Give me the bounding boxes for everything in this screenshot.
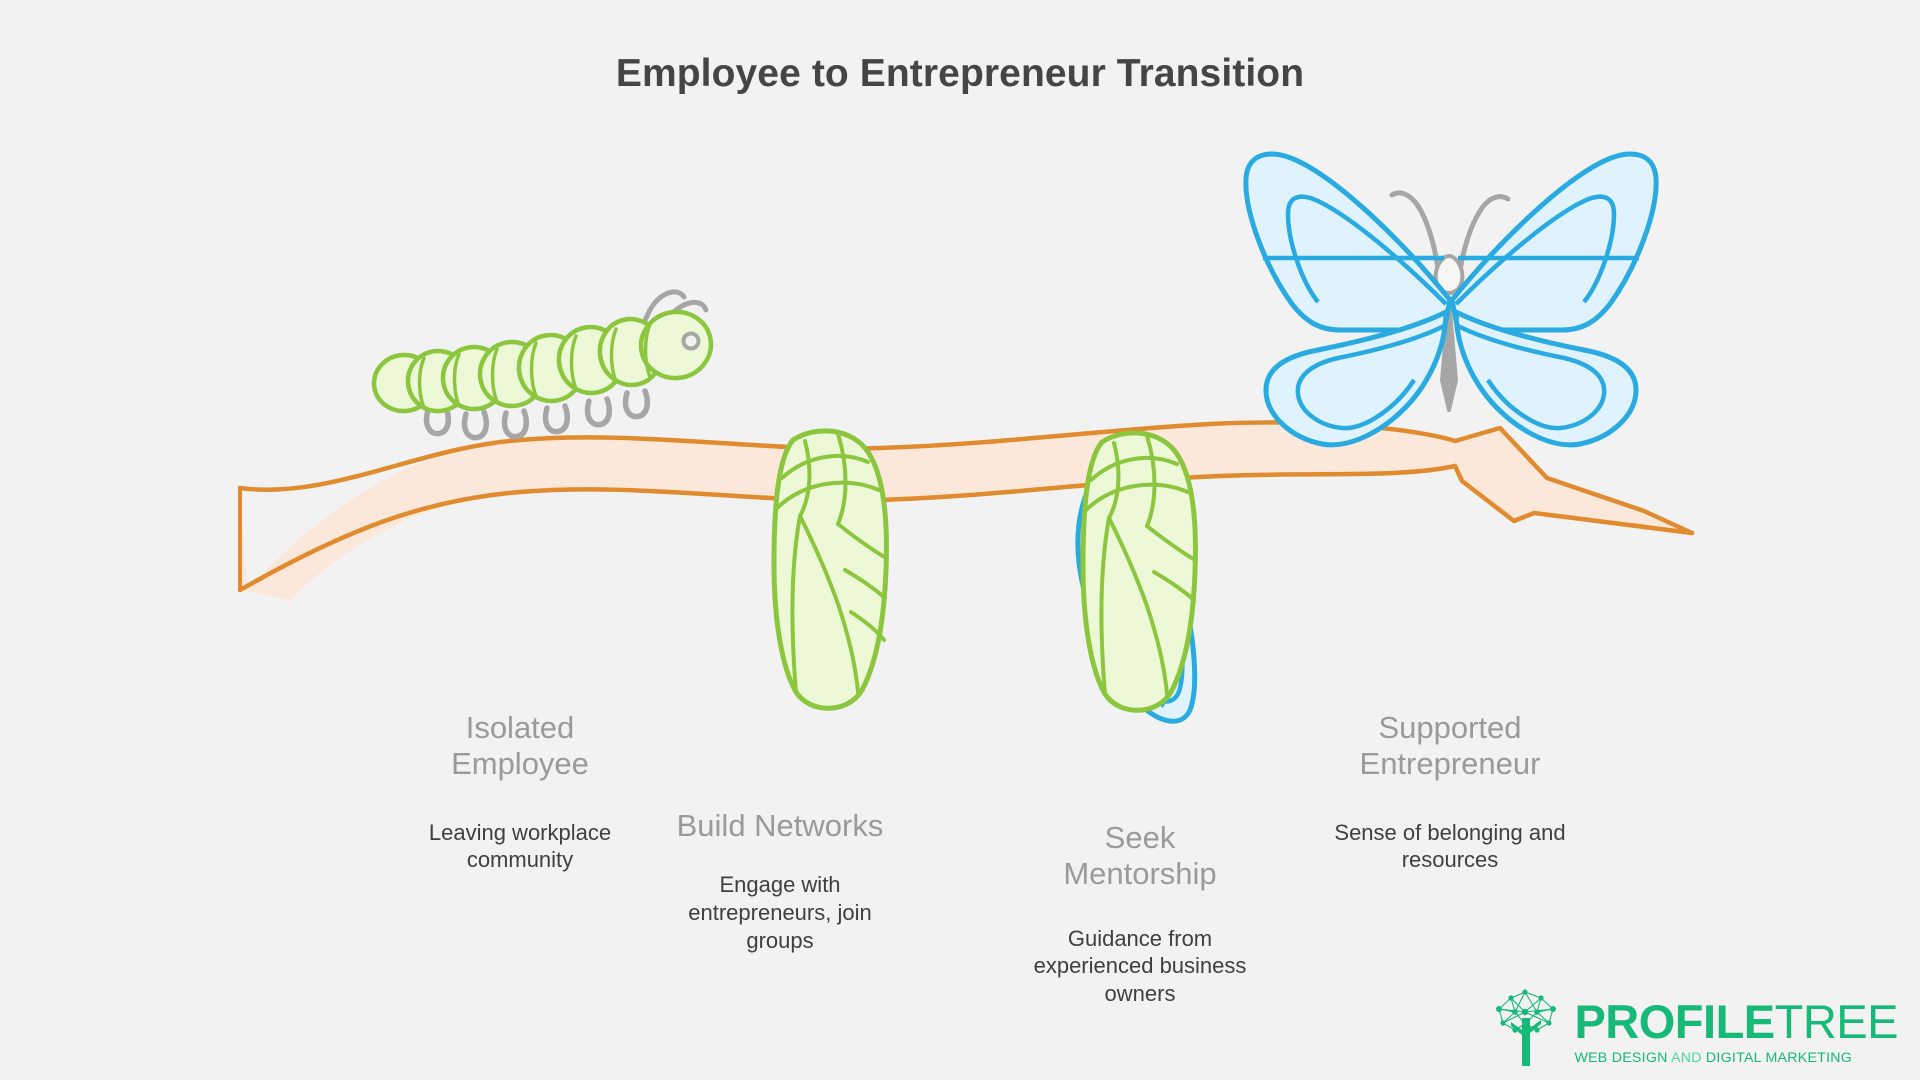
logo-word-bold: PROFILE [1574, 995, 1775, 1049]
logo-tagline: WEB DESIGN AND DIGITAL MARKETING [1574, 1050, 1898, 1066]
stage-description: Guidance from experienced business owner… [1033, 925, 1247, 1007]
profiletree-logo: PROFILETREE WEB DESIGN AND DIGITAL MARKE… [1487, 978, 1899, 1066]
stage-label-build-networks: Build Networks Engage with entrepreneurs… [660, 808, 900, 955]
tagline-part-1: WEB DESIGN [1574, 1050, 1672, 1066]
stage-heading: Isolated Employee [451, 710, 589, 782]
butterfly-icon [1243, 151, 1659, 448]
stage-label-seek-mentorship: Seek Mentorship Guidance from experience… [1020, 820, 1260, 1008]
chrysalis-emerging-icon [1075, 430, 1198, 724]
tagline-part-2: AND [1671, 1050, 1706, 1066]
caterpillar-icon [371, 289, 714, 441]
stage-label-supported-entrepreneur: Supported Entrepreneur Sense of belongin… [1330, 710, 1570, 874]
branch-illustration [237, 420, 1695, 600]
stage-heading: Supported Entrepreneur [1359, 710, 1541, 782]
chrysalis-icon [771, 428, 889, 711]
stage-description: Engage with entrepreneurs, join groups [688, 872, 872, 954]
stage-description: Leaving workplace community [428, 819, 612, 873]
stage-label-isolated-employee: Isolated Employee Leaving workplace comm… [400, 710, 640, 874]
stage-description: Sense of belonging and resources [1334, 819, 1566, 873]
page-title: Employee to Entrepreneur Transition [615, 52, 1305, 95]
logo-text: PROFILETREE WEB DESIGN AND DIGITAL MARKE… [1574, 998, 1898, 1066]
tagline-part-3: DIGITAL MARKETING [1705, 1050, 1853, 1066]
logo-word-light: TREE [1774, 995, 1899, 1049]
logo-wordmark: PROFILETREE [1574, 998, 1898, 1045]
network-tree-icon [1496, 989, 1557, 1066]
stage-heading: Build Networks [676, 808, 884, 843]
stage-heading: Seek Mentorship [1063, 820, 1217, 892]
